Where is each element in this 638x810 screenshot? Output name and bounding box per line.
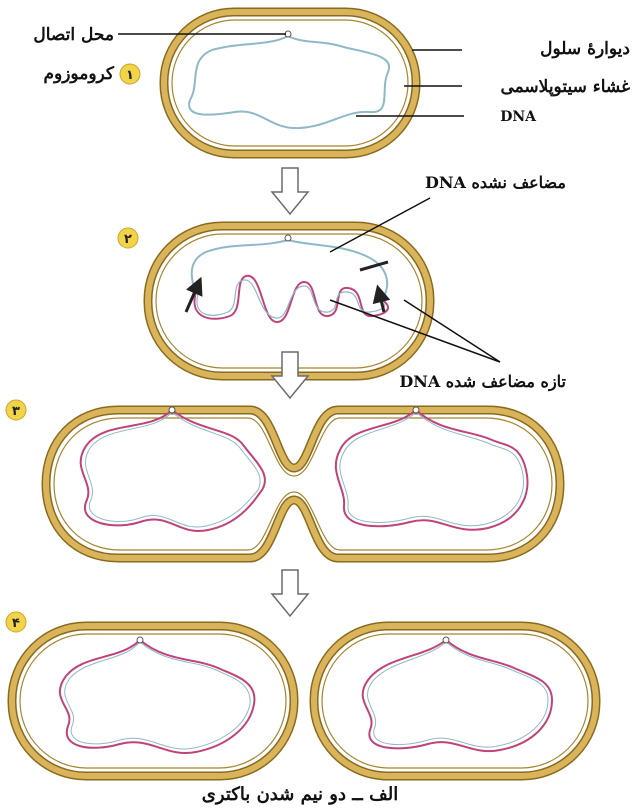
step-badge-3: ۳ [6,400,26,420]
step-badge-4: ۴ [6,612,26,632]
label-cell-membrane: غشاء سیتوپلاسمی [500,77,630,97]
svg-text:۱: ۱ [126,68,134,83]
stage-3 [46,407,560,558]
svg-text:۴: ۴ [12,616,20,631]
attachment-point [285,235,291,241]
daughter-dna-left [81,410,265,531]
label-dna: DNA [500,109,537,125]
down-arrow-icon [272,168,308,214]
step-badge-2: ۲ [118,228,138,248]
attachment-point [169,407,175,413]
leader-new-2 [404,300,500,362]
replication-direction-arrow-icon [360,262,388,270]
unreplicated-dna [192,240,387,300]
daughter-dna-right [363,640,552,751]
label-chromosome: کروموزوم [43,64,114,84]
attachment-point [137,637,143,643]
label-unreplicated-dna: DNA مضاعف نشده [425,173,566,192]
dividing-cell-wall [46,410,560,558]
attachment-point [413,407,419,413]
label-newly-replicated-dna: DNA تازه مضاعف شده [399,372,566,392]
svg-text:۲: ۲ [124,232,132,247]
step-badge-1: ۱ [120,64,140,84]
figure-caption: الف ــ دو نیم شدن باکتری [202,784,398,805]
stage-4 [12,626,596,776]
attachment-point [443,637,449,643]
label-attachment-site: محل اتصال [33,25,114,45]
down-arrow-icon [272,570,308,616]
dna-loop [189,36,389,128]
daughter-dna-right [336,410,528,530]
svg-text:۳: ۳ [12,404,20,419]
label-cell-wall: دیوارهٔ سلول [540,39,630,59]
